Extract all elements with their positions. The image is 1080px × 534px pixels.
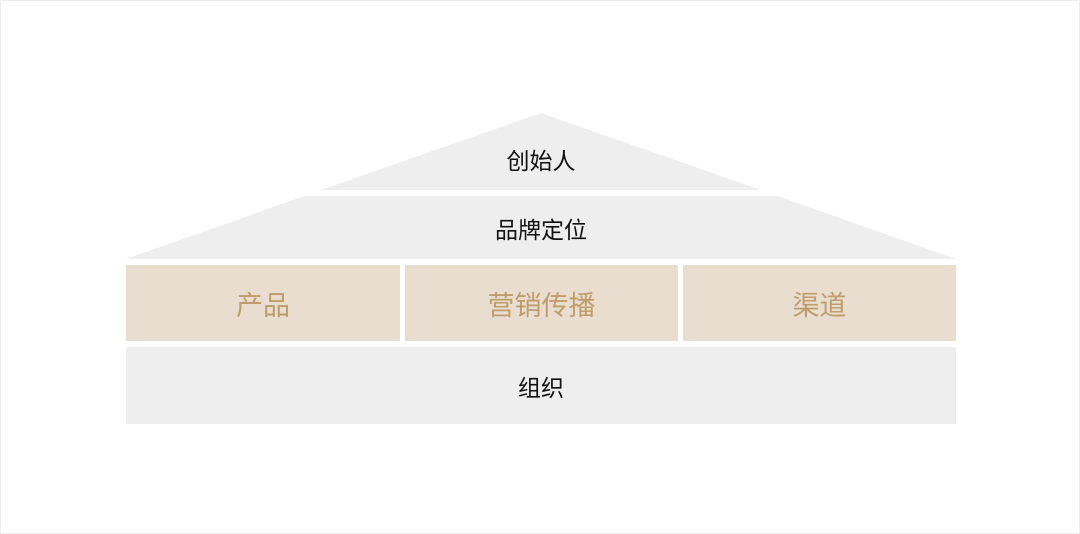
foundation-block [126, 347, 956, 424]
pillar-product [126, 265, 400, 341]
pillar-channel [683, 265, 956, 341]
pillar-channel-label: 渠道 [792, 290, 847, 322]
roof-band-label: 品牌定位 [495, 217, 587, 244]
pillar-marketing [405, 265, 678, 341]
pillar-marketing-label: 营销传播 [487, 290, 596, 322]
pillar-product-label: 产品 [236, 290, 290, 322]
roof-top-label: 创始人 [506, 149, 576, 175]
foundation-label: 组织 [518, 375, 564, 402]
